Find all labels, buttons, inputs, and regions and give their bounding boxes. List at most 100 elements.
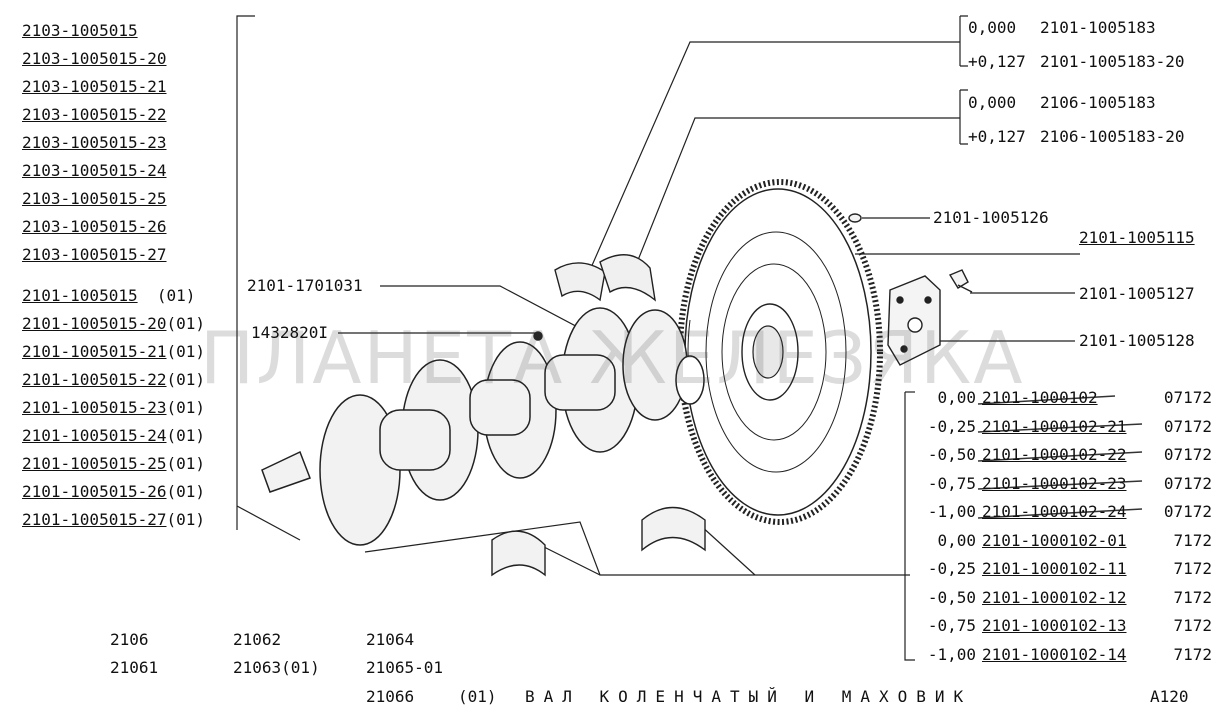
crankshaft-part-b-row: 2101-1005015 (01) — [22, 286, 205, 314]
footer-model: 21066 — [366, 687, 415, 706]
bearing-1432820-label: 1432820I — [251, 323, 329, 342]
part-code: 2101-1005015-24 — [22, 426, 167, 445]
seal-label: 2101-1701031 — [247, 276, 363, 295]
bolt-label: 2101-1005127 — [1079, 284, 1195, 303]
part-suffix: (01) — [166, 314, 206, 333]
shell-size: 0,00 — [937, 530, 976, 550]
model-21063: 21063(01) — [233, 658, 320, 677]
shell-note: 7172 — [1173, 587, 1212, 607]
part-suffix: (01) — [166, 398, 206, 417]
shell-note: 07172 — [1163, 502, 1212, 521]
part-code: 2101-1005015-22 — [22, 370, 167, 389]
crankshaft-part-a: 2103-1005015 — [22, 21, 138, 40]
crankshaft-part-b-row: 2101-1005015-21(01) — [22, 342, 205, 370]
crankshaft-part-a: 2103-1005015-21 — [22, 77, 167, 96]
shell-code: 2101-1000102-11 — [982, 559, 1127, 578]
shell-size: -0,50 — [927, 587, 976, 607]
footer-variant: (01) — [458, 687, 497, 706]
thrust-size: 0,000 — [968, 93, 1017, 112]
crankshaft-part-b-row: 2101-1005015-27(01) — [22, 510, 205, 538]
model-21065: 21065-01 — [366, 658, 444, 677]
crankshaft-part-b-row: 2101-1005015-24(01) — [22, 426, 205, 454]
shell-code: 2101-1000102-12 — [982, 587, 1127, 607]
shell-note: 7172 — [1173, 559, 1212, 578]
crankshaft-list-a: 2103-1005015 2103-1005015-20 2103-1005015-… — [22, 21, 167, 273]
shell-code: 2101-1000102-23 — [982, 473, 1127, 493]
shell-size: -0,75 — [927, 616, 976, 635]
shell-code: 2101-1000102-13 — [982, 616, 1127, 635]
model-21062: 21062 — [233, 630, 282, 649]
shell-code: 2101-1000102-14 — [982, 644, 1127, 664]
crankshaft-part-b-row: 2101-1005015-20(01) — [22, 314, 205, 342]
thrust-group-b: 0,000 2106-1005183 +0,127 2106-1005183-20 — [968, 93, 1185, 155]
thrust-code: 2101-1005183-20 — [1040, 52, 1185, 71]
bearing-leader — [364, 521, 910, 576]
crankshaft-list-b: 2101-1005015 (01)2101-1005015-20(01)2101… — [22, 286, 205, 538]
shell-size: -0,25 — [927, 416, 976, 436]
shell-note: 07172 — [1163, 473, 1212, 493]
crankshaft-part-a: 2103-1005015-25 — [22, 189, 167, 208]
thrust-size: +0,127 — [968, 52, 1026, 71]
thrust-bracket-b — [959, 89, 968, 145]
shell-row: -0,50 2101-1000102-22 07172 — [914, 445, 1212, 474]
bearing-shell-b — [641, 506, 706, 552]
crankshaft — [261, 307, 705, 546]
part-suffix: (01) — [166, 426, 206, 445]
crankshaft-part-a: 2103-1005015-22 — [22, 105, 167, 124]
shell-row: 0,00 2101-1000102-01 7172 — [914, 531, 1212, 560]
part-code: 2101-1005015-20 — [22, 314, 167, 333]
obsolete-strikes — [977, 395, 1143, 519]
crankshaft-part-b-row: 2101-1005015-25(01) — [22, 454, 205, 482]
shell-row: -0,75 2101-1000102-13 7172 — [914, 616, 1212, 645]
crankshaft-part-a: 2103-1005015-27 — [22, 245, 167, 264]
pin-label: 2101-1005126 — [933, 208, 1049, 227]
shell-size: -0,75 — [927, 473, 976, 493]
part-code: 2101-1005015-21 — [22, 342, 167, 361]
shell-size: 0,00 — [937, 388, 976, 407]
shell-size: -1,00 — [927, 644, 976, 664]
thrust-size: +0,127 — [968, 127, 1026, 146]
shell-note: 07172 — [1163, 416, 1212, 436]
shell-code: 2101-1000102 — [982, 388, 1098, 407]
thrust-row: +0,127 2101-1005183-20 — [968, 52, 1185, 80]
part-code: 2101-1005015-25 — [22, 454, 167, 473]
crankshaft-part-a: 2103-1005015-23 — [22, 133, 167, 152]
thrust-code: 2106-1005183 — [1040, 93, 1156, 112]
page-number: A120 — [1150, 687, 1189, 706]
part-suffix: (01) — [166, 342, 206, 361]
crankshaft-part-b-row: 2101-1005015-26(01) — [22, 482, 205, 510]
shell-note: 07172 — [1163, 388, 1212, 407]
part-code: 2101-1005015 — [22, 286, 138, 305]
part-suffix: (01) — [166, 370, 206, 389]
model-21061: 21061 — [110, 658, 159, 677]
crankshaft-bracket — [236, 15, 255, 530]
pin — [848, 213, 862, 223]
shell-row: -0,50 2101-1000102-12 7172 — [914, 588, 1212, 617]
crankshaft-part-a: 2103-1005015-24 — [22, 161, 167, 180]
part-suffix: (01) — [137, 286, 196, 305]
shell-row: -0,75 2101-1000102-23 07172 — [914, 474, 1212, 503]
shell-note: 7172 — [1173, 616, 1212, 635]
shell-note: 07172 — [1163, 445, 1212, 464]
crankshaft-part-a: 2103-1005015-20 — [22, 49, 167, 68]
shell-code: 2101-1000102-01 — [982, 530, 1127, 550]
thrust-bracket-a — [959, 15, 968, 67]
part-suffix: (01) — [166, 454, 206, 473]
crankshaft-part-b-row: 2101-1005015-23(01) — [22, 398, 205, 426]
thrust-ring-b — [599, 254, 656, 302]
thrust-ring-a — [554, 262, 606, 302]
page-title: ВАЛ КОЛЕНЧАТЫЙ И МАХОВИК — [525, 687, 973, 706]
shell-size: -0,50 — [927, 445, 976, 464]
shell-code: 2101-1000102-22 — [982, 445, 1127, 464]
thrust-code: 2101-1005183 — [1040, 18, 1156, 37]
thrust-code: 2106-1005183-20 — [1040, 127, 1185, 146]
bearing-shell-a — [491, 530, 546, 577]
shell-note: 7172 — [1173, 530, 1212, 550]
shell-row: 0,00 2101-1000102 07172 — [914, 388, 1212, 417]
